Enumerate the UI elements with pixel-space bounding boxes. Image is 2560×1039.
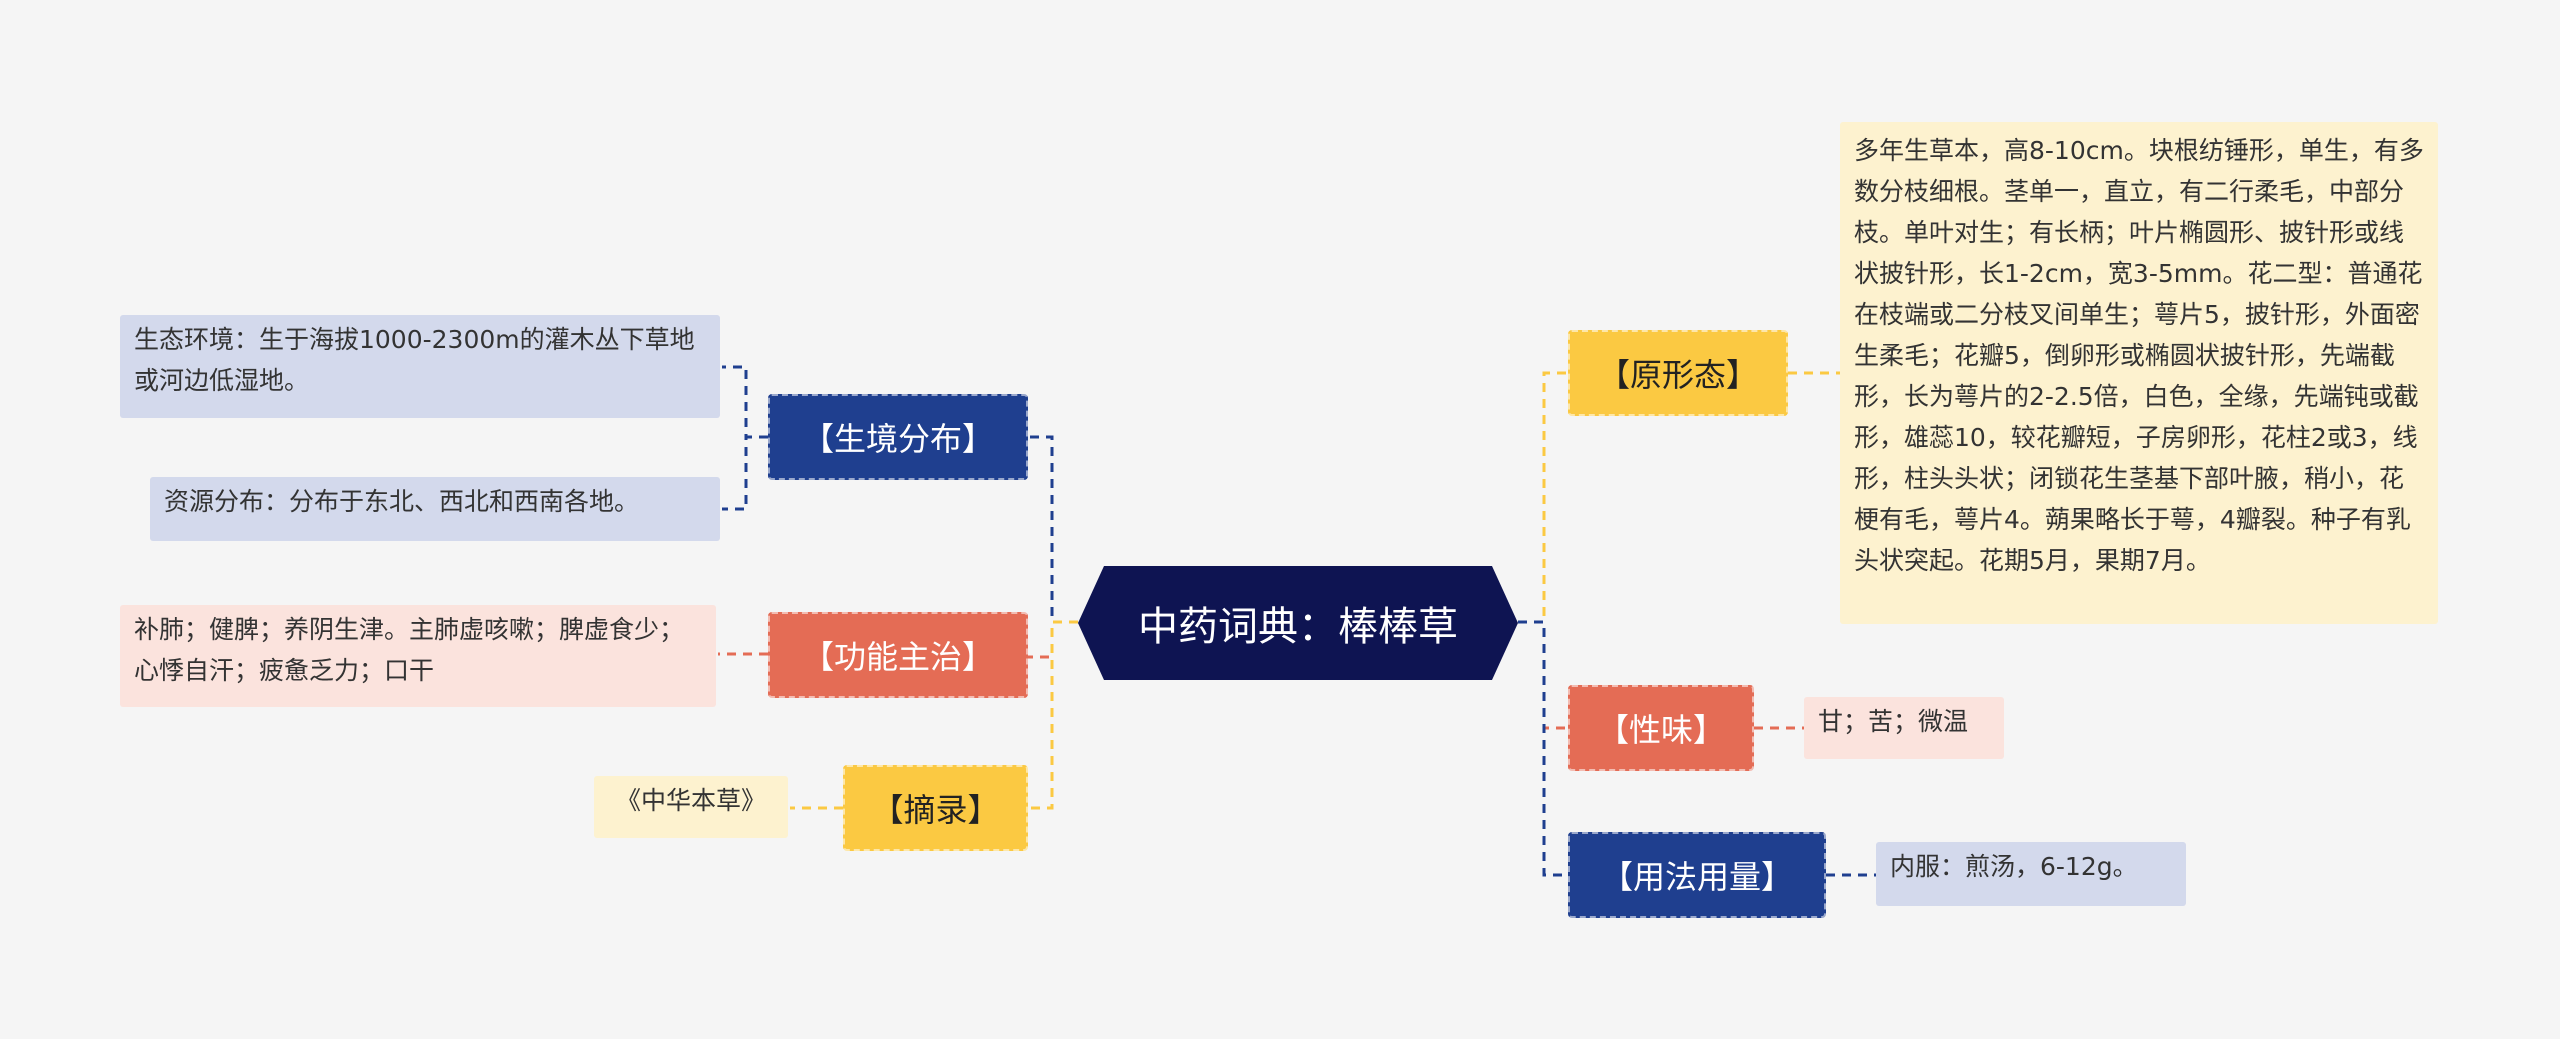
connector-root-excerpt [1028,620,1078,810]
leaf-habitat-distribution[interactable]: 资源分布：分布于东北、西北和西南各地。 [150,477,720,541]
connector-root-usage [1518,620,1568,877]
leaf-function-indications[interactable]: 补肺；健脾；养阴生津。主肺虚咳嗽；脾虚食少；心悸自汗；疲惫乏力；口干 [120,605,716,707]
leaf-morphology-description-text: 多年生草本，高8-10cm。块根纺锤形，单生，有多数分枝细根。茎单一，直立，有二… [1854,136,2424,575]
branch-function-label: 【功能主治】 [801,638,994,676]
branch-usage[interactable]: 【用法用量】 [1568,832,1826,918]
branch-excerpt[interactable]: 【摘录】 [843,765,1028,851]
connector-habitat-leaf-1 [722,365,768,439]
connector-root-morphology [1518,371,1568,624]
leaf-excerpt-source-text: 《中华本草》 [615,786,766,815]
branch-morphology[interactable]: 【原形态】 [1568,330,1788,416]
branch-excerpt-label: 【摘录】 [871,791,1000,829]
branch-taste-label: 【性味】 [1596,711,1725,749]
leaf-habitat-environment[interactable]: 生态环境：生于海拔1000-2300m的灌木丛下草地或河边低湿地。 [120,315,720,418]
leaf-usage-dosage-text: 内服：煎汤，6-12g。 [1890,852,2138,881]
leaf-morphology-description[interactable]: 多年生草本，高8-10cm。块根纺锤形，单生，有多数分枝细根。茎单一，直立，有二… [1840,122,2438,624]
branch-habitat-label: 【生境分布】 [801,420,994,458]
branch-usage-label: 【用法用量】 [1600,858,1793,896]
root-title: 中药词典：棒棒草 [1138,604,1458,650]
branch-taste[interactable]: 【性味】 [1568,685,1754,771]
leaf-habitat-environment-text: 生态环境：生于海拔1000-2300m的灌木丛下草地或河边低湿地。 [134,325,695,395]
branch-habitat[interactable]: 【生境分布】 [768,394,1028,480]
connector-habitat-leaf-2 [722,435,768,511]
connector-root-function [1028,620,1078,659]
connector-root-taste [1518,620,1568,730]
leaf-taste-nature[interactable]: 甘；苦；微温 [1804,697,2004,759]
root-topic[interactable]: 中药词典：棒棒草 [1078,566,1518,680]
leaf-taste-nature-text: 甘；苦；微温 [1818,707,1969,736]
branch-morphology-label: 【原形态】 [1597,356,1758,394]
branch-function[interactable]: 【功能主治】 [768,612,1028,698]
leaf-usage-dosage[interactable]: 内服：煎汤，6-12g。 [1876,842,2186,906]
leaf-habitat-distribution-text: 资源分布：分布于东北、西北和西南各地。 [164,487,640,516]
connector-root-habitat [1028,435,1078,624]
leaf-excerpt-source[interactable]: 《中华本草》 [594,776,788,838]
leaf-function-indications-text: 补肺；健脾；养阴生津。主肺虚咳嗽；脾虚食少；心悸自汗；疲惫乏力；口干 [134,615,685,685]
